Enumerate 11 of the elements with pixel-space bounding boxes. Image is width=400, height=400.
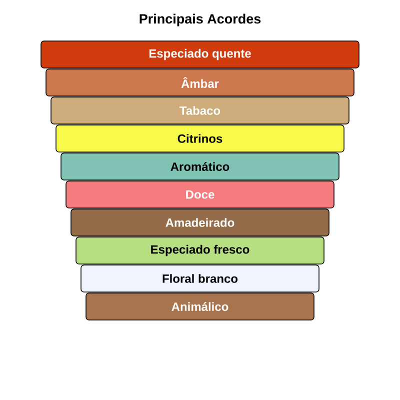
- accord-bar: Âmbar: [46, 68, 354, 96]
- accord-bar: Doce: [66, 180, 334, 208]
- accord-bar: Aromático: [60, 152, 340, 180]
- accord-bar: Animálico: [86, 292, 314, 320]
- accord-bar: Amadeirado: [70, 208, 330, 236]
- accord-bar: Floral branco: [80, 264, 320, 292]
- accord-bar: Citrinos: [56, 124, 344, 152]
- accord-bar: Especiado fresco: [76, 236, 324, 264]
- accord-bar: Especiado quente: [40, 40, 360, 68]
- title: Principais Acordes: [140, 14, 261, 26]
- accord-bar: Tabaco: [50, 96, 350, 124]
